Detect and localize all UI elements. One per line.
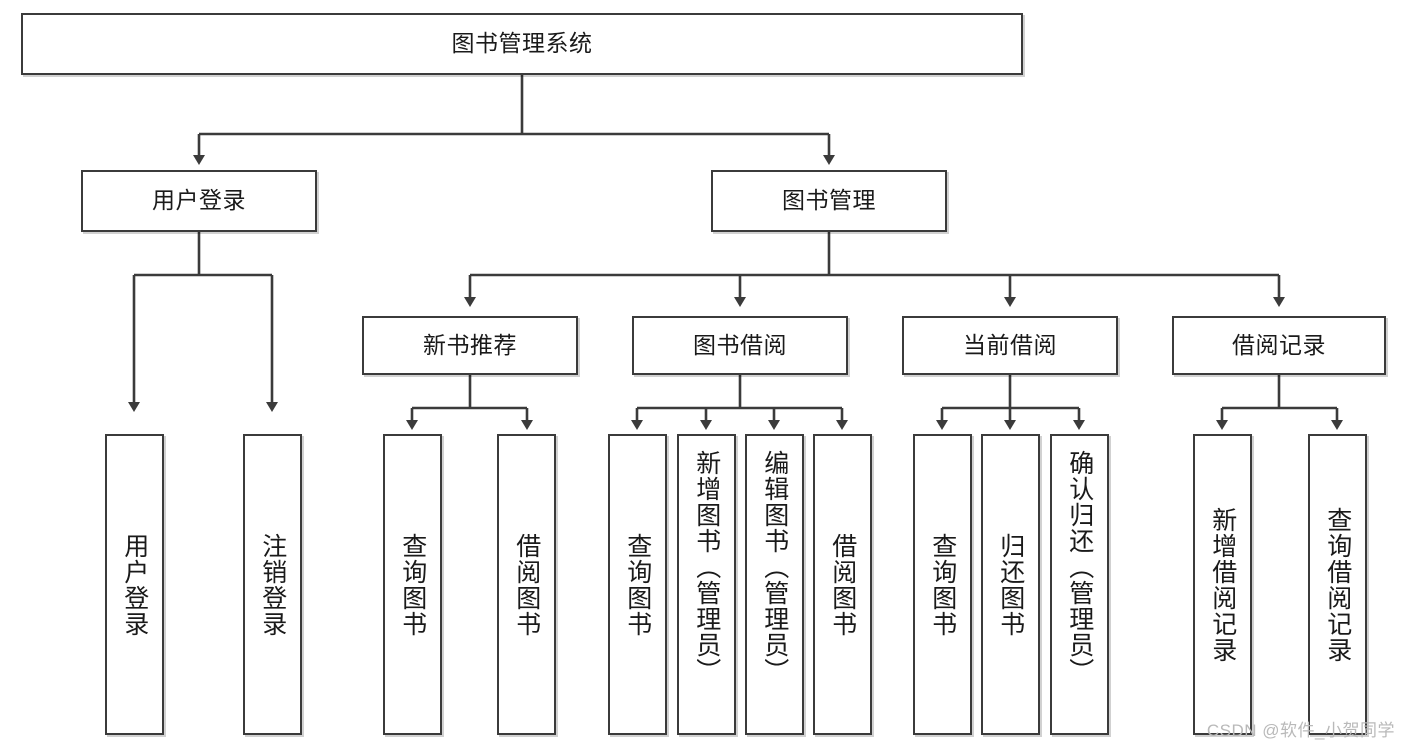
leaf-query-book-2-label: 查询图书	[623, 532, 652, 637]
node-new-book-recommend[interactable]: 新书推荐	[362, 316, 578, 375]
leaf-query-book-3[interactable]: 查询图书	[913, 434, 972, 735]
leaf-user-logout-label: 注销登录	[258, 532, 287, 637]
leaf-user-logout[interactable]: 注销登录	[243, 434, 302, 735]
leaf-user-login[interactable]: 用户登录	[105, 434, 164, 735]
node-current-borrow[interactable]: 当前借阅	[902, 316, 1118, 375]
leaf-add-book[interactable]: 新增图书（管理员）	[677, 434, 736, 735]
leaf-borrow-book-1[interactable]: 借阅图书	[497, 434, 556, 735]
node-user-login-label: 用户登录	[152, 187, 246, 214]
leaf-query-book-2[interactable]: 查询图书	[608, 434, 667, 735]
node-book-management[interactable]: 图书管理	[711, 170, 947, 232]
node-borrow-record[interactable]: 借阅记录	[1172, 316, 1386, 375]
leaf-add-book-label: 新增图书（管理员）	[692, 450, 721, 684]
leaf-borrow-book-2[interactable]: 借阅图书	[813, 434, 872, 735]
leaf-add-record[interactable]: 新增借阅记录	[1193, 434, 1252, 735]
leaf-borrow-book-2-label: 借阅图书	[828, 532, 857, 637]
leaf-edit-book[interactable]: 编辑图书（管理员）	[745, 434, 804, 735]
leaf-edit-book-label: 编辑图书（管理员）	[760, 450, 789, 684]
node-book-management-label: 图书管理	[782, 187, 876, 214]
leaf-return-book[interactable]: 归还图书	[981, 434, 1040, 735]
node-current-borrow-label: 当前借阅	[963, 331, 1057, 358]
watermark-text: CSDN @软件_小贺同学	[1206, 721, 1395, 740]
node-book-borrow[interactable]: 图书借阅	[632, 316, 848, 375]
leaf-confirm-return[interactable]: 确认归还（管理员）	[1050, 434, 1109, 735]
leaf-user-login-label: 用户登录	[120, 532, 149, 637]
leaf-confirm-return-label: 确认归还（管理员）	[1065, 450, 1094, 684]
node-root-label: 图书管理系统	[451, 30, 593, 57]
node-book-borrow-label: 图书借阅	[693, 331, 787, 358]
leaf-return-book-label: 归还图书	[996, 532, 1025, 637]
leaf-query-record[interactable]: 查询借阅记录	[1308, 434, 1367, 735]
node-root[interactable]: 图书管理系统	[21, 13, 1023, 75]
leaf-query-book-3-label: 查询图书	[928, 532, 957, 637]
node-new-book-recommend-label: 新书推荐	[423, 331, 517, 358]
node-user-login[interactable]: 用户登录	[81, 170, 317, 232]
leaf-add-record-label: 新增借阅记录	[1208, 506, 1237, 663]
leaf-query-book-1[interactable]: 查询图书	[383, 434, 442, 735]
node-borrow-record-label: 借阅记录	[1232, 331, 1326, 358]
leaf-query-book-1-label: 查询图书	[398, 532, 427, 637]
leaf-borrow-book-1-label: 借阅图书	[512, 532, 541, 637]
leaf-query-record-label: 查询借阅记录	[1323, 506, 1352, 663]
